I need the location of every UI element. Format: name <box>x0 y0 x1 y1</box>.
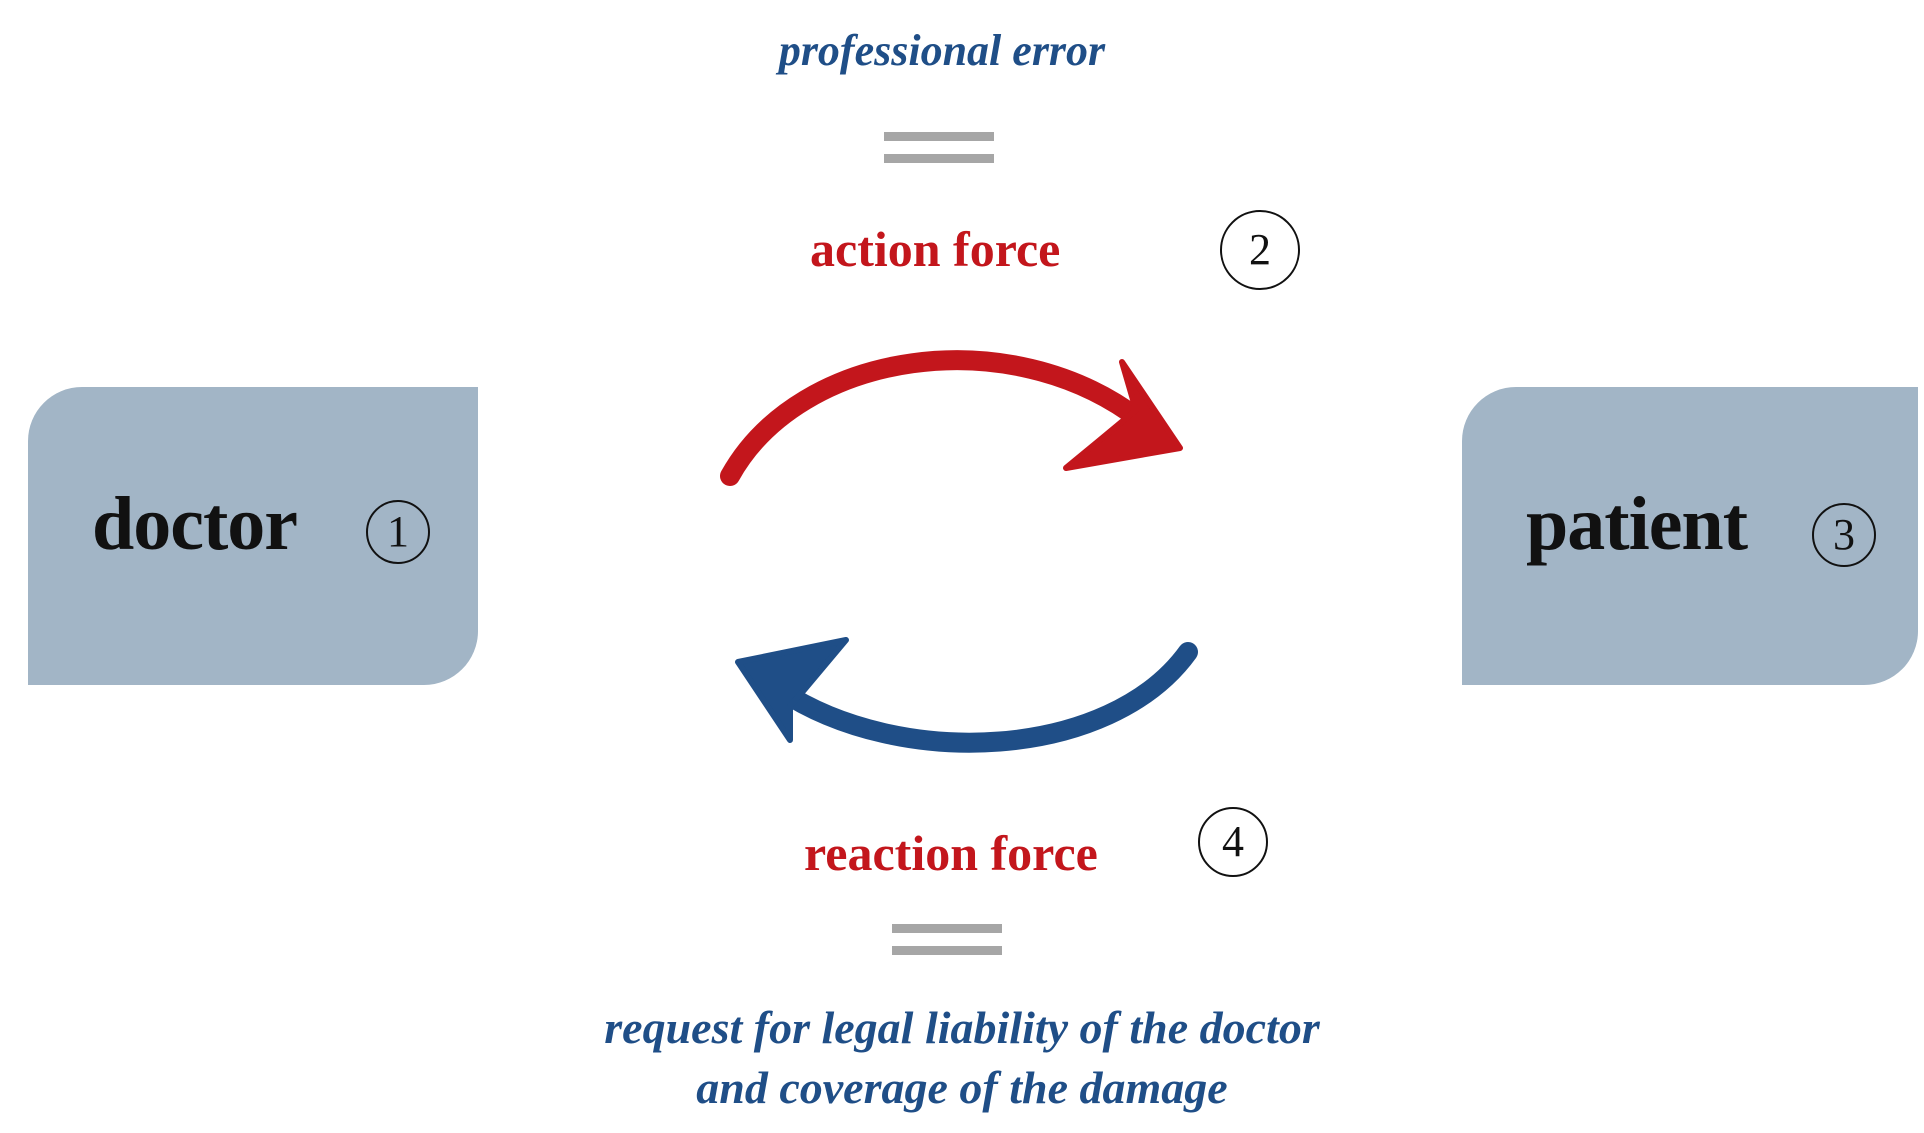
professional-error-caption: professional error <box>778 26 1106 75</box>
action-force-label: action force <box>810 221 1061 277</box>
action-arrow <box>720 350 1183 486</box>
liability-request-caption: request for legal liability of the docto… <box>462 998 1462 1118</box>
number-2-badge: 2 <box>1220 210 1300 290</box>
number-1-badge: 1 <box>366 500 430 564</box>
patient-label: patient <box>1526 482 1748 566</box>
number-3-badge: 3 <box>1812 503 1876 567</box>
liability-caption-line-1: request for legal liability of the docto… <box>604 1002 1320 1053</box>
reaction-force-label: reaction force <box>804 825 1098 881</box>
liability-caption-line-2: and coverage of the damage <box>696 1061 1228 1113</box>
equals-sign-bottom <box>892 924 1002 964</box>
number-4-badge: 4 <box>1198 807 1268 877</box>
reaction-arrow <box>735 637 1198 753</box>
doctor-label: doctor <box>92 482 298 566</box>
equals-sign-top <box>884 132 994 172</box>
